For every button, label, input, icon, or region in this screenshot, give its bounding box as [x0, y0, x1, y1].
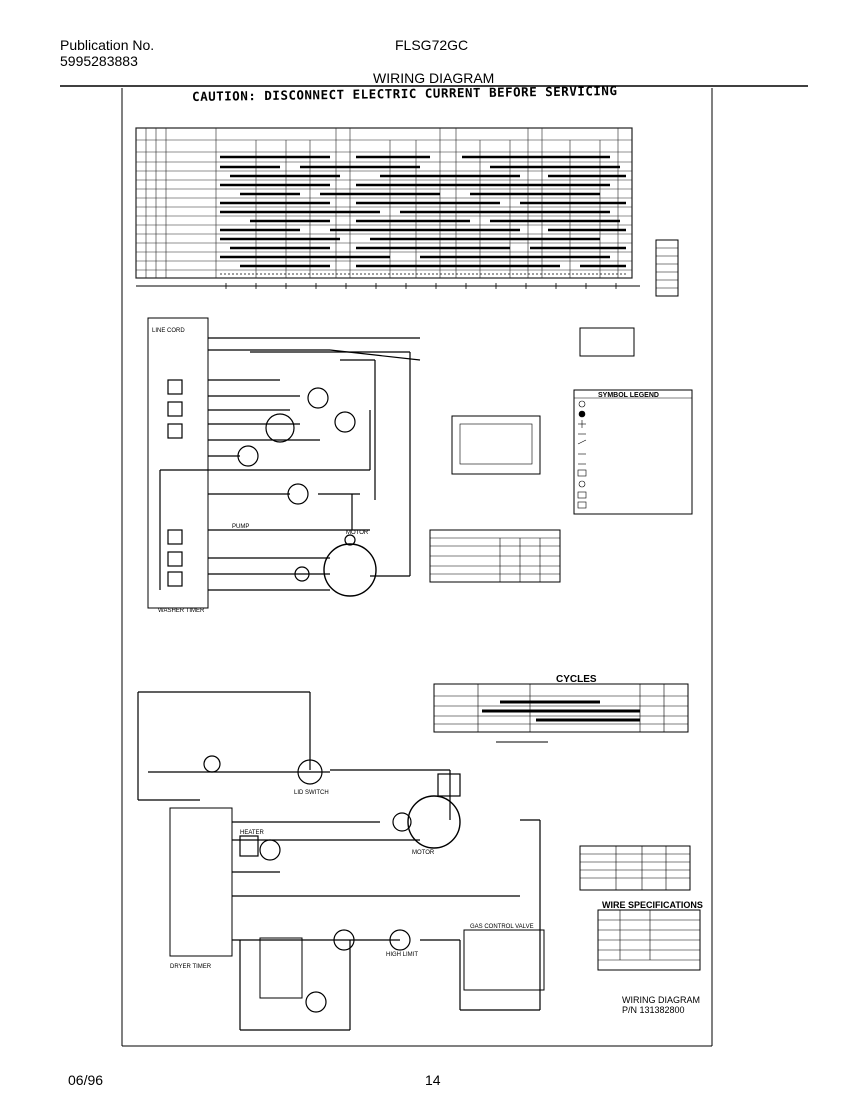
model-number: FLSG72GC — [395, 37, 469, 53]
symbol-legend-title: SYMBOL LEGEND — [598, 392, 659, 399]
page-number: 14 — [425, 1072, 441, 1088]
page-title: WIRING DIAGRAM — [373, 70, 495, 86]
timer-sequence-chart — [135, 127, 679, 297]
dryer-timer-label: DRYER TIMER — [170, 964, 212, 970]
diagram-label-title: WIRING DIAGRAM — [622, 995, 700, 1005]
dryer-lid-switch-label: LID SWITCH — [294, 790, 329, 796]
dryer-motor-label: MOTOR — [412, 850, 435, 856]
dryer-heater-label: HEATER — [240, 830, 264, 836]
dryer-high-limit-label: HIGH LIMIT — [386, 952, 419, 958]
cycles-table — [433, 683, 701, 971]
dryer-gas-valve-label: GAS CONTROL VALVE — [470, 924, 534, 930]
washer-schematic — [147, 317, 421, 609]
washer-motor-label: MOTOR — [346, 530, 369, 536]
washer-pump-label: PUMP — [232, 524, 250, 530]
footer-date: 06/96 — [68, 1072, 104, 1088]
washer-timer-label: WASHER TIMER — [158, 608, 205, 614]
dryer-schematic — [137, 691, 545, 1031]
diagram-part-number: P/N 131382800 — [622, 1005, 685, 1015]
cycles-title: CYCLES — [556, 674, 597, 685]
wire-specifications-title: WIRE SPECIFICATIONS — [602, 900, 703, 910]
symbol-legend — [429, 327, 693, 583]
publication-number: 5995283883 — [60, 53, 138, 69]
publication-label: Publication No. — [60, 37, 155, 53]
washer-line-cord-label: LINE CORD — [152, 328, 185, 334]
